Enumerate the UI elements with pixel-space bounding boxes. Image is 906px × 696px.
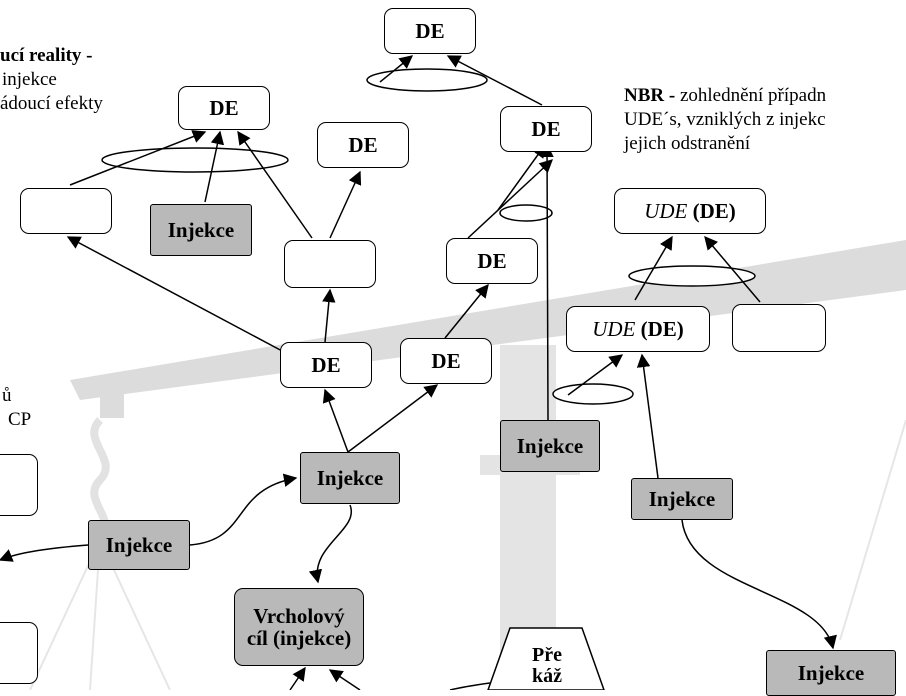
node-injekce-far-right[interactable]: Injekce (631, 478, 733, 520)
goal-line2: cíl (injekce) (246, 626, 352, 650)
right-caption: NBR - zohlednění případn UDE´s, vzniklýc… (624, 84, 826, 156)
ude-lower-de: (DE) (640, 316, 684, 341)
node-de-mid-upper[interactable]: DE (317, 122, 409, 168)
node-injekce-bottom-right[interactable]: Injekce (766, 650, 896, 696)
left-caption-line1: ucí reality - (0, 45, 93, 66)
node-de-center-right[interactable]: DE (400, 338, 492, 384)
node-blank-center[interactable] (284, 240, 376, 288)
node-injekce-right[interactable]: Injekce (500, 420, 600, 472)
node-injekce-upper[interactable]: Injekce (150, 204, 252, 256)
left-caption-line3: ádoucí efekty (0, 93, 103, 114)
node-de-center[interactable]: DE (280, 342, 372, 388)
ude-top-de: (DE) (692, 198, 736, 223)
node-de-left-top[interactable]: DE (178, 86, 270, 130)
obstacle-trapezoid (487, 627, 605, 690)
node-de-right-mid[interactable]: DE (446, 238, 538, 284)
ude-top-label: UDE (644, 198, 688, 223)
node-de-right-upper[interactable]: DE (500, 106, 592, 152)
and-ellipse-ude (628, 265, 756, 287)
and-ellipse-left (101, 147, 289, 173)
right-caption-line2: UDE´s, vzniklých z injekc (624, 109, 826, 130)
right-caption-line1: zohlednění případn (675, 85, 827, 106)
node-ude-lower[interactable]: UDE (DE) (566, 306, 710, 352)
side-label-a: ů (2, 385, 12, 406)
connectors (0, 55, 837, 690)
right-caption-bold: NBR - (624, 85, 676, 106)
node-injekce-center[interactable]: Injekce (300, 452, 400, 504)
ude-lower-label: UDE (592, 316, 636, 341)
node-blank-left[interactable] (20, 188, 112, 234)
node-blank-edge-lower[interactable] (0, 622, 38, 684)
node-blank-right[interactable] (732, 304, 826, 352)
node-de-top[interactable]: DE (384, 8, 476, 54)
left-caption: ucí reality - injekce ádoucí efekty (0, 44, 103, 116)
node-obstacle[interactable]: Pře káž (512, 638, 582, 694)
node-injekce-left[interactable]: Injekce (88, 520, 190, 570)
right-caption-line3: jejich odstranění (624, 133, 751, 154)
node-ude-top[interactable]: UDE (DE) (614, 188, 766, 234)
goal-line1: Vrcholový (253, 603, 345, 628)
and-ellipse-right-small (499, 204, 553, 222)
left-caption-line2: injekce (2, 69, 57, 90)
and-ellipse-top (366, 68, 488, 92)
side-label-b: CP (8, 409, 32, 430)
and-ellipse-lower-right (552, 383, 634, 405)
obstacle-line1: Pře (532, 644, 562, 666)
node-goal[interactable]: Vrcholový cíl (injekce) (234, 588, 364, 666)
node-blank-edge-upper[interactable] (0, 454, 38, 516)
obstacle-line2: káž (532, 665, 562, 687)
